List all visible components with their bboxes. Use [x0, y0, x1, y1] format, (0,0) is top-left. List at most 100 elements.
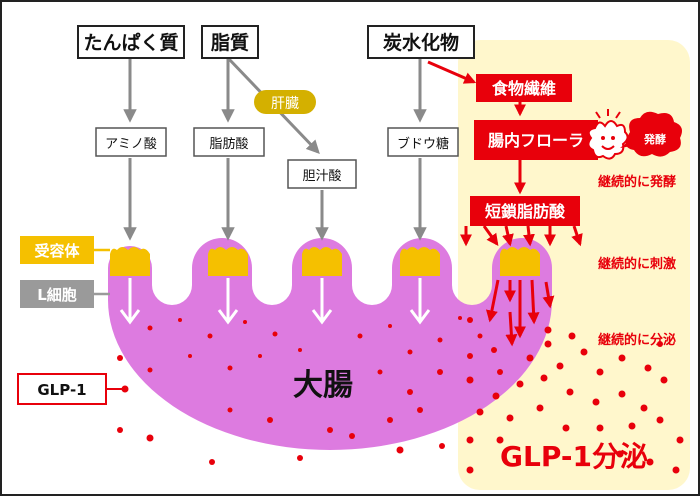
flora-label: 腸内フローラ — [488, 131, 584, 150]
glp1-dot — [640, 404, 648, 412]
flora-box: 腸内フローラ — [474, 120, 598, 160]
glp1-dot — [526, 354, 534, 362]
fat-label: 脂質 — [211, 31, 249, 54]
arrow-carb-fiber — [427, 60, 477, 84]
glp1-dot — [568, 332, 576, 340]
glp1-dot — [327, 427, 333, 433]
ferment-bubble-label: 発酵 — [643, 132, 666, 146]
fiber-label: 食物繊維 — [491, 79, 556, 98]
glp1-dot — [357, 333, 363, 339]
glp1-dot — [117, 355, 123, 361]
glp1-dot — [349, 433, 355, 439]
glp1-secretion-label: GLP-1分泌 — [500, 440, 648, 473]
bile-acid-label: 胆汁酸 — [302, 169, 341, 184]
digestion-arrows — [123, 56, 427, 241]
glp1-dot — [566, 388, 574, 396]
glp1-dot — [476, 408, 484, 416]
glp1-dot — [467, 317, 473, 323]
glp1-legend: GLP-1 — [17, 373, 129, 405]
glp1-dot — [618, 354, 626, 362]
white-arrow-1 — [119, 278, 141, 325]
bacteria-icon — [587, 109, 629, 160]
glp1-dot — [592, 398, 600, 406]
glp1-dot — [596, 424, 604, 432]
glp1-dot — [492, 392, 500, 400]
glp1-dot — [556, 362, 564, 370]
scfa-arrow-4 — [522, 225, 535, 247]
secretion-arrows — [485, 279, 555, 347]
white-arrow-2 — [217, 278, 239, 325]
glp1-dot — [458, 316, 462, 320]
protein-label: たんぱく質 — [83, 31, 178, 54]
red-flow-arrows — [427, 60, 526, 195]
glp1-dot — [491, 347, 497, 353]
glp1-dot — [536, 404, 544, 412]
glucose-label: ブドウ糖 — [397, 136, 449, 152]
glp1-dot — [243, 320, 247, 324]
glp1-dot-sample — [121, 385, 129, 393]
white-arrows — [119, 278, 431, 325]
glp1-dot — [178, 318, 182, 322]
note-secrete: 継続的に分泌 — [598, 332, 676, 348]
glp1-dot — [147, 325, 153, 331]
glp1-dot — [207, 333, 213, 339]
scfa-arrow-6 — [571, 225, 583, 247]
glp1-dot — [227, 407, 233, 413]
glp1-dot — [258, 354, 262, 358]
glp1-dot — [644, 364, 652, 372]
fiber-box: 食物繊維 — [476, 74, 572, 102]
fatty-acid-label: 脂肪酸 — [209, 136, 248, 152]
glp1-dot — [272, 331, 278, 337]
scfa-box: 短鎖脂肪酸 — [470, 196, 580, 226]
fatty-acid-box: 脂肪酸 — [193, 127, 265, 157]
glp1-dot — [506, 414, 514, 422]
glp1-dot — [396, 446, 404, 454]
carb-box: 炭水化物 — [367, 25, 475, 59]
secretion-arrow-4 — [527, 279, 540, 325]
secretion-arrow-1 — [485, 279, 500, 323]
glp1-dot — [466, 466, 474, 474]
glp1-dot — [616, 450, 624, 458]
glp1-dot — [467, 353, 473, 359]
glp1-dot — [657, 341, 663, 347]
intestine-label: 大腸 — [293, 368, 353, 403]
receptor-legend: 受容体 — [20, 236, 110, 264]
glp1-dot — [466, 376, 474, 384]
glp1-dot — [117, 427, 123, 433]
glp1-dots — [117, 316, 684, 474]
lcell-label: L細胞 — [37, 286, 77, 304]
scfa-arrow-3 — [502, 225, 514, 247]
glp1-dot — [437, 369, 443, 375]
note-ferment: 継続的に発酵 — [598, 174, 676, 190]
glp1-dot — [544, 340, 552, 348]
glp1-dot — [437, 337, 443, 343]
scfa-label: 短鎖脂肪酸 — [485, 202, 566, 221]
protein-box: たんぱく質 — [77, 25, 185, 59]
glp1-dot — [497, 369, 503, 375]
bile-acid-box: 胆汁酸 — [287, 159, 357, 189]
note-stimulate: 継続的に刺激 — [598, 256, 677, 272]
lcell-legend: L細胞 — [20, 280, 110, 308]
scfa-arrow-2 — [482, 225, 499, 246]
glp1-dot — [676, 436, 684, 444]
receptor-4 — [400, 247, 440, 276]
carb-label: 炭水化物 — [383, 31, 459, 54]
glp1-dot — [227, 365, 233, 371]
glp1-dot — [656, 416, 664, 424]
glp1-dot — [580, 348, 588, 356]
glp1-dot — [147, 367, 153, 373]
glp1-dot — [417, 407, 423, 413]
ferment-bubble: 発酵 — [620, 111, 682, 157]
receptors — [110, 247, 540, 276]
glp1-dot — [646, 458, 654, 466]
glp1-dot — [407, 389, 413, 395]
glp1-dot — [628, 422, 636, 430]
glp1-dot — [387, 417, 393, 423]
glp1-dot — [388, 324, 392, 328]
scfa-arrows — [460, 225, 583, 247]
glp1-dot — [407, 349, 413, 355]
intestine-body — [108, 238, 552, 450]
receptor-5 — [500, 247, 540, 276]
glucose-box: ブドウ糖 — [387, 127, 459, 157]
glp1-dot — [297, 455, 303, 461]
